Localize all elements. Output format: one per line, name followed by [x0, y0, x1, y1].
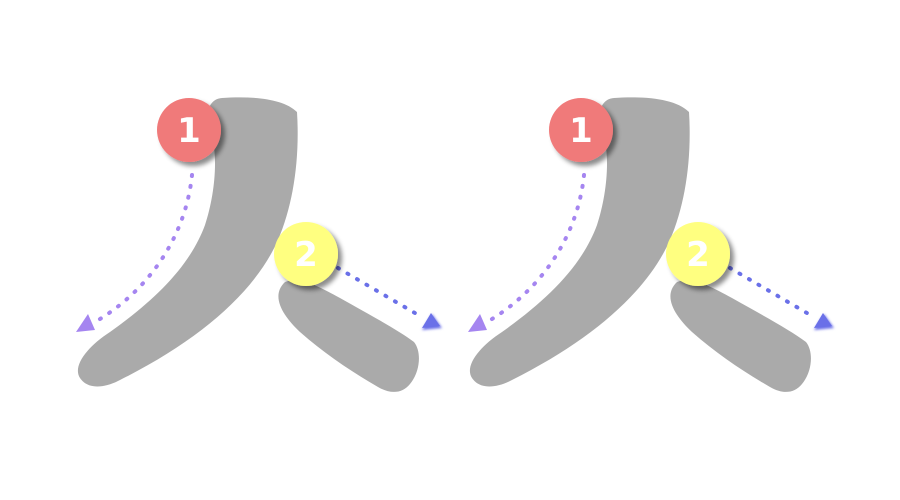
- arrow-down-left-icon: [468, 314, 487, 332]
- stroke-1-shape: [469, 97, 690, 387]
- guide-line-2: [728, 266, 814, 318]
- stroke-order-number: 2: [686, 235, 710, 275]
- character-panel-1: 1 2: [76, 97, 442, 392]
- arrow-down-right-icon: [814, 313, 832, 328]
- guide-line-2: [336, 266, 422, 318]
- arrow-down-left-icon: [76, 314, 95, 332]
- stroke-2-shape: [278, 280, 419, 392]
- stroke-order-badge-2: 2: [666, 222, 730, 286]
- stroke-order-number: 1: [177, 111, 201, 151]
- guide-line-1: [93, 173, 194, 324]
- stroke-2-shape: [670, 280, 811, 392]
- guide-line-1: [485, 173, 586, 324]
- stroke-order-badge-2: 2: [274, 222, 338, 286]
- character-panel-2: 1 2: [468, 97, 834, 392]
- stroke-1-shape: [77, 97, 298, 387]
- stroke-order-number: 1: [569, 111, 593, 151]
- arrow-down-right-icon: [422, 313, 440, 328]
- stroke-order-badge-1: 1: [157, 98, 221, 162]
- stroke-order-badge-1: 1: [549, 98, 613, 162]
- stroke-order-number: 2: [294, 235, 318, 275]
